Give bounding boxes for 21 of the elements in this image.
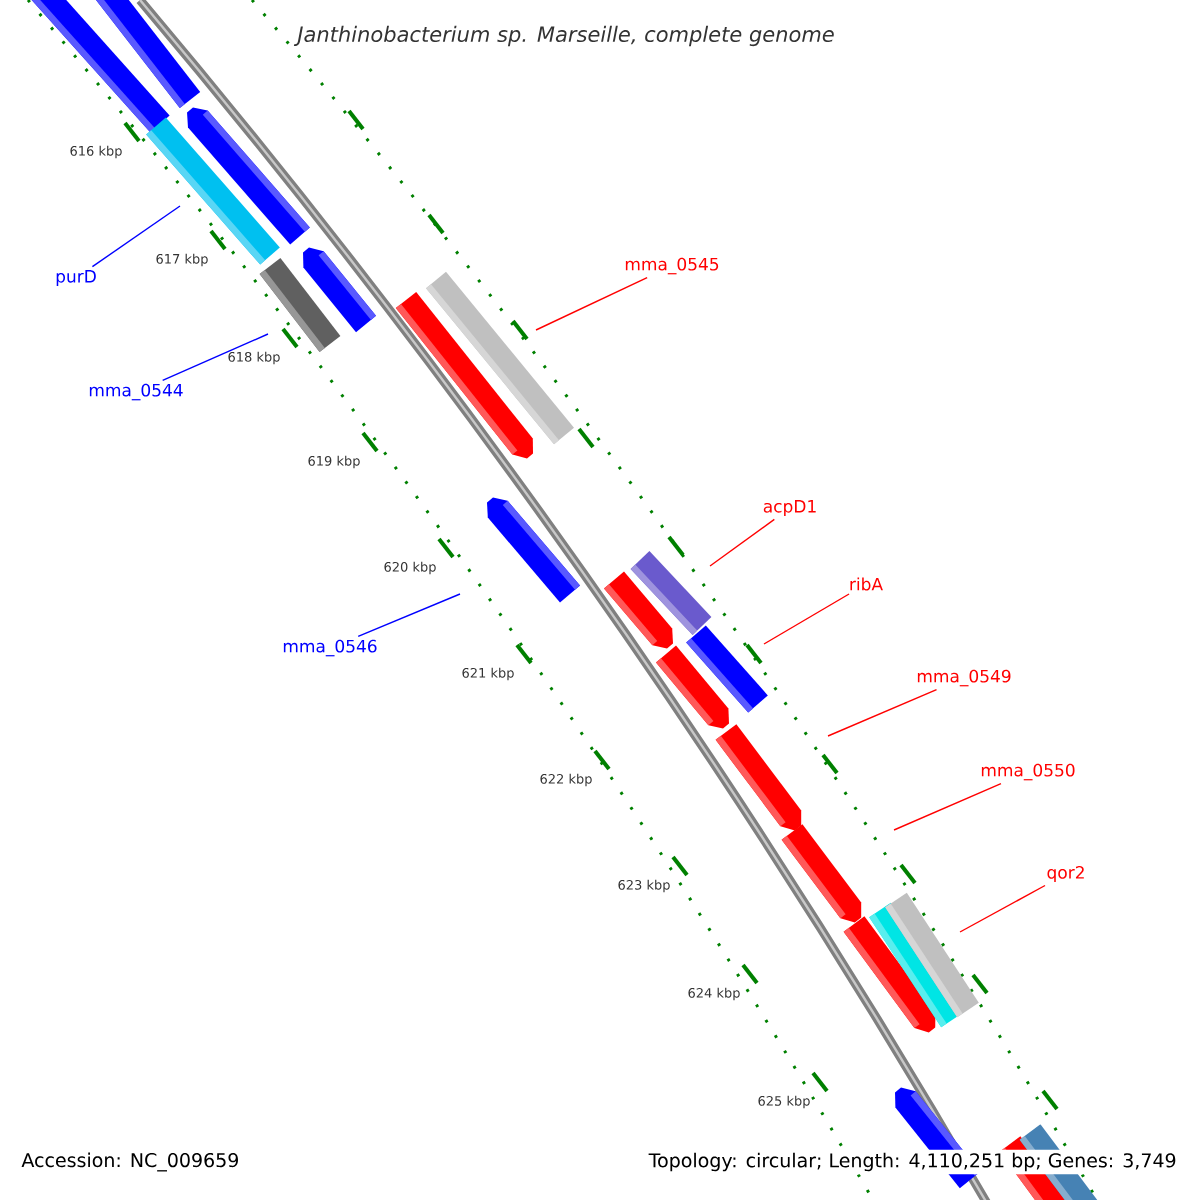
leader-line — [91, 205, 181, 268]
gene-label: mma_0549 — [917, 669, 1011, 687]
gene-label: mma_0550 — [981, 763, 1075, 781]
leader-line — [827, 689, 938, 737]
gene-label: acpD1 — [763, 500, 816, 516]
gene-label: mma_0546 — [283, 639, 377, 657]
gene-label: mma_0544 — [89, 383, 183, 401]
leader-line — [893, 783, 1002, 831]
footer-text: Accession: NC_009659 — [18, 1149, 243, 1175]
gene-label: purD — [56, 270, 96, 286]
leader-line — [709, 518, 776, 567]
leader-line — [763, 593, 850, 645]
leader-line — [959, 884, 1046, 933]
gene-label: ribA — [850, 577, 883, 591]
gene-label: mma_0545 — [625, 257, 719, 275]
leader-line — [161, 333, 269, 381]
gene-label: qor2 — [1047, 865, 1084, 883]
leader-line — [535, 277, 648, 331]
leader-line — [357, 593, 461, 637]
title: Janthinobacterium sp. Marseille, complete genome — [293, 25, 834, 47]
footer-text: Topology: circular; Length: 4,110,251 bp; Genes: 3,749 — [645, 1149, 1180, 1175]
